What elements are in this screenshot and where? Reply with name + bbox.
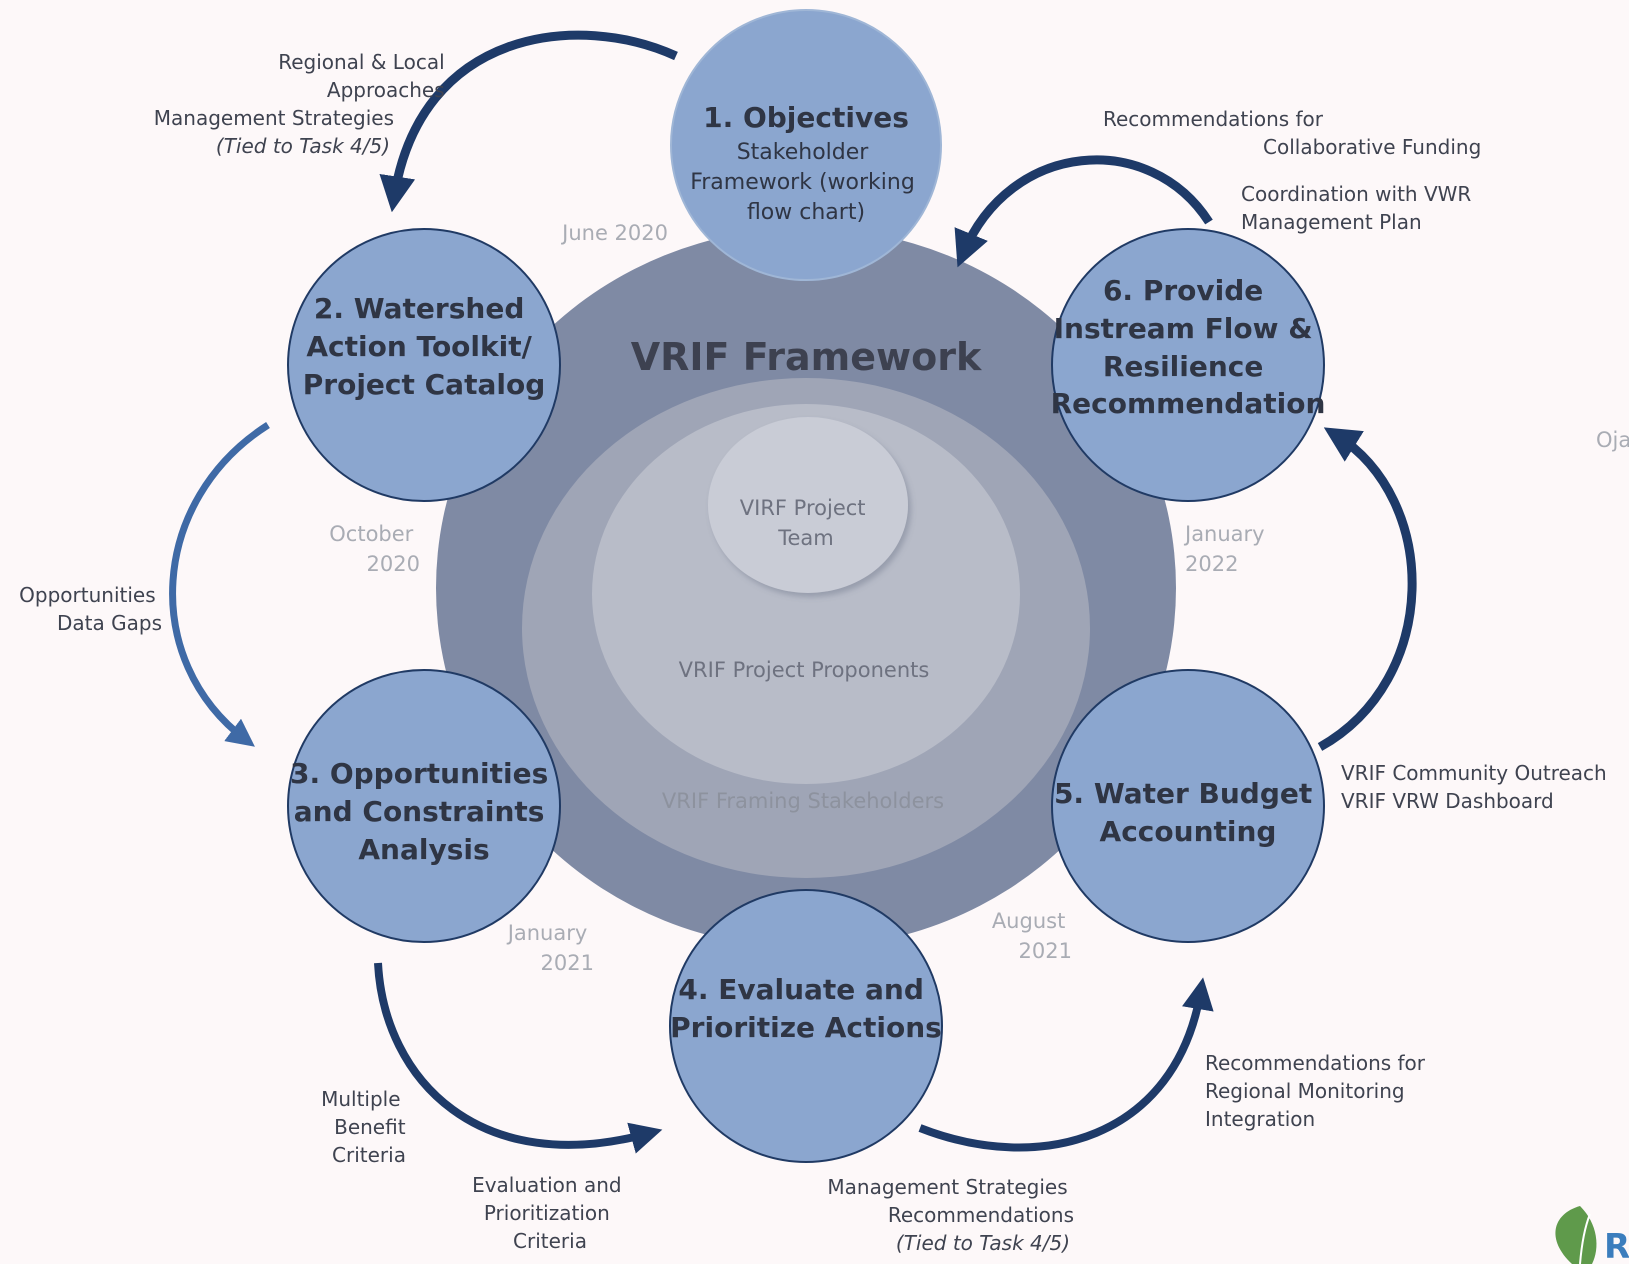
- edge-cropped-text: Oja: [1596, 428, 1629, 452]
- arrow-4-to-5: [918, 977, 1214, 1152]
- step-4-circle: 4. Evaluate and Prioritize Actions: [669, 889, 943, 1163]
- arrow-3-to-4: [374, 962, 663, 1154]
- step-3-circle: 3. Opportunities and Constraints Analysi…: [287, 669, 561, 943]
- arrow-6-to-1: [954, 155, 1213, 268]
- milestone-dates: June 2020 October 2020 January 2021 Augu…: [329, 221, 1271, 975]
- note-multiple-benefit: Multiple Benefit Criteria: [321, 1087, 412, 1167]
- date-january-2021: January 2021: [506, 921, 594, 975]
- note-regional-approaches: Regional & Local Approaches Management S…: [154, 50, 451, 130]
- step-1-title: 1. Objectives: [703, 101, 909, 134]
- arrow-5-to-6: [1317, 427, 1417, 751]
- note-regional-monitoring: Recommendations for Regional Monitoring …: [1205, 1051, 1431, 1131]
- step-6-title: 6. Provide Instream Flow & Resilience Re…: [1051, 274, 1326, 420]
- date-october-2020: October 2020: [329, 522, 420, 576]
- arrow-1-to-2: [379, 30, 678, 213]
- step-6-circle: 6. Provide Instream Flow & Resilience Re…: [1051, 228, 1326, 502]
- date-june-2020: June 2020: [560, 221, 668, 245]
- date-january-2022: January 2022: [1183, 522, 1271, 576]
- cycle-arrows: [169, 30, 1417, 1154]
- step-5-title: 5. Water Budget Accounting: [1054, 777, 1322, 848]
- note-regional-task: (Tied to Task 4/5): [216, 134, 390, 158]
- step-4-title: 4. Evaluate and Prioritize Actions: [670, 973, 942, 1044]
- team-core: [708, 417, 908, 593]
- logo-letter: R: [1604, 1227, 1629, 1264]
- step-1-circle: 1. Objectives Stakeholder Framework (wor…: [670, 9, 942, 281]
- step-1-subtitle: Stakeholder Framework (working flow char…: [690, 140, 922, 225]
- step-2-title: 2. Watershed Action Toolkit/ Project Cat…: [303, 292, 545, 401]
- leaf-logo-icon: R: [1555, 1206, 1629, 1264]
- framework-title: VRIF Framework: [631, 335, 982, 379]
- date-august-2021: August 2021: [992, 909, 1072, 963]
- proponents-label: VRIF Project Proponents: [679, 658, 930, 682]
- annotations: Regional & Local Approaches Management S…: [19, 50, 1629, 1255]
- note-management-recommendations: Management Strategies Recommendations: [827, 1175, 1074, 1227]
- framework-core: VRIF Framework VIRF Project Team VRIF Pr…: [436, 228, 1176, 948]
- note-collaborative-funding: Recommendations for Collaborative Fundin…: [1103, 107, 1481, 159]
- note-evaluation-criteria: Evaluation and Prioritization Criteria: [472, 1173, 628, 1253]
- note-management-task: (Tied to Task 4/5): [896, 1231, 1070, 1255]
- note-vwr-plan: Coordination with VWR Management Plan: [1241, 182, 1478, 234]
- step-5-circle: 5. Water Budget Accounting: [1051, 669, 1325, 943]
- proponent-ring: [592, 404, 1020, 784]
- step-3-title: 3. Opportunities and Constraints Analysi…: [290, 757, 558, 866]
- note-opportunities: Opportunities Data Gaps: [19, 583, 162, 635]
- arrow-2-to-3: [169, 422, 270, 747]
- step-2-circle: 2. Watershed Action Toolkit/ Project Cat…: [287, 228, 561, 502]
- stakeholders-label: VRIF Framing Stakeholders: [662, 789, 944, 813]
- note-outreach: VRIF Community Outreach VRIF VRW Dashboa…: [1341, 761, 1613, 813]
- team-label: VIRF Project Team: [740, 496, 872, 550]
